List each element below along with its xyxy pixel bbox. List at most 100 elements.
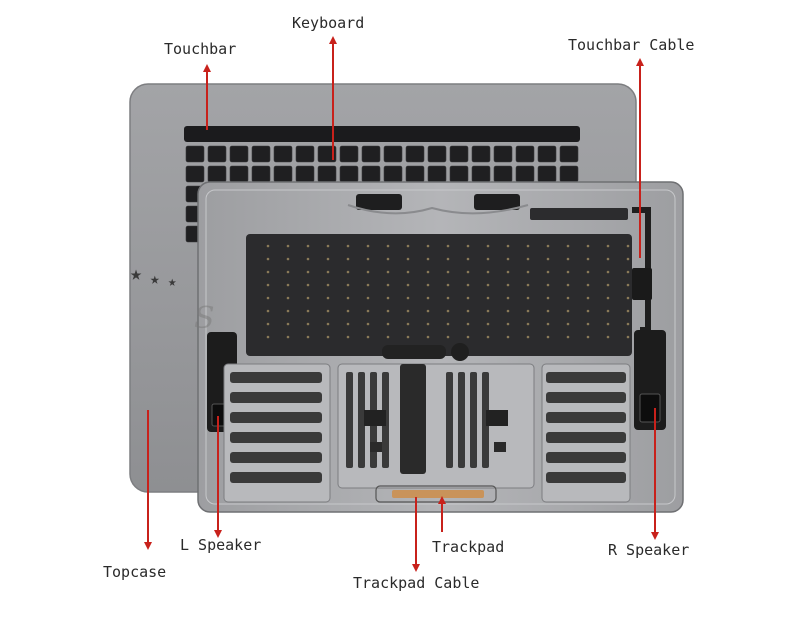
keyboard-rivet bbox=[446, 257, 450, 261]
foam-strip bbox=[346, 372, 353, 468]
keyboard-rivet bbox=[606, 257, 610, 261]
keyboard-rivet bbox=[386, 257, 390, 261]
keyboard-rivet bbox=[606, 283, 610, 287]
keyboard-rivet bbox=[586, 335, 590, 339]
keyboard-rivet bbox=[306, 257, 310, 261]
trackpad-ribbon bbox=[400, 364, 426, 474]
keyboard-key bbox=[229, 145, 249, 163]
keyboard-key bbox=[339, 145, 359, 163]
touchbar-cable-connector bbox=[632, 268, 652, 300]
keyboard-rivet bbox=[426, 257, 430, 261]
label-keyboard: Keyboard bbox=[292, 14, 365, 32]
keyboard-rivet bbox=[566, 309, 570, 313]
keyboard-rivet bbox=[506, 257, 510, 261]
foam-strip bbox=[230, 432, 322, 443]
keyboard-rivet bbox=[526, 335, 530, 339]
keyboard-rivet bbox=[546, 322, 550, 326]
keyboard-key bbox=[537, 145, 557, 163]
keyboard-rivet bbox=[526, 309, 530, 313]
keyboard-key bbox=[493, 145, 513, 163]
foam-strip bbox=[546, 412, 626, 423]
keyboard-rivet bbox=[546, 296, 550, 300]
foam-strip bbox=[546, 472, 626, 483]
keyboard-rivet bbox=[486, 244, 490, 248]
keyboard-rivet bbox=[406, 309, 410, 313]
keyboard-rivet bbox=[446, 296, 450, 300]
keyboard-key bbox=[185, 165, 205, 183]
keyboard-rivet bbox=[546, 335, 550, 339]
keyboard-rivet bbox=[306, 270, 310, 274]
keyboard-rivet bbox=[306, 335, 310, 339]
hinge-bridge bbox=[347, 204, 529, 215]
keyboard-rivet bbox=[506, 270, 510, 274]
keyboard-rivet bbox=[306, 296, 310, 300]
keyboard-rivet bbox=[346, 296, 350, 300]
keyboard-key bbox=[185, 145, 205, 163]
keyboard-rivet bbox=[466, 322, 470, 326]
keyboard-key bbox=[207, 165, 227, 183]
keyboard-key bbox=[405, 165, 425, 183]
keyboard-rivet bbox=[546, 309, 550, 313]
keyboard-rivet bbox=[326, 244, 330, 248]
keyboard-rivet bbox=[566, 322, 570, 326]
keyboard-rivet bbox=[566, 244, 570, 248]
keyboard-rivet bbox=[326, 270, 330, 274]
keyboard-rivet bbox=[506, 309, 510, 313]
keyboard-rivet bbox=[546, 244, 550, 248]
keyboard-rivet bbox=[486, 322, 490, 326]
keyboard-rivet bbox=[626, 257, 630, 261]
keyboard-rivet bbox=[506, 283, 510, 287]
keyboard-rivet bbox=[526, 296, 530, 300]
keyboard-rivet bbox=[546, 283, 550, 287]
keyboard-rivet bbox=[346, 322, 350, 326]
keyboard-key bbox=[317, 145, 337, 163]
keyboard-key bbox=[515, 145, 535, 163]
keyboard-rivet bbox=[606, 322, 610, 326]
keyboard-rivet bbox=[566, 296, 570, 300]
keyboard-rivet bbox=[506, 244, 510, 248]
foam-strip bbox=[546, 432, 626, 443]
foam-strip bbox=[446, 372, 453, 468]
keyboard-rivet bbox=[386, 335, 390, 339]
keyboard-rivet bbox=[346, 257, 350, 261]
keyboard-rivet bbox=[626, 283, 630, 287]
keyboard-rivet bbox=[486, 283, 490, 287]
keyboard-key bbox=[537, 165, 557, 183]
touchbar-strip bbox=[184, 126, 580, 142]
keyboard-rivet bbox=[306, 309, 310, 313]
trackpad-cable-base bbox=[375, 485, 497, 503]
foam-strip bbox=[482, 372, 489, 468]
keyboard-rivet bbox=[626, 244, 630, 248]
foam-strip bbox=[230, 452, 322, 463]
keyboard-rivet bbox=[346, 244, 350, 248]
foam-strip bbox=[470, 372, 477, 468]
foam-strip bbox=[546, 372, 626, 383]
foam-strip bbox=[546, 392, 626, 403]
keyboard-rivet bbox=[626, 322, 630, 326]
keyboard-rivet bbox=[286, 309, 290, 313]
keyboard-key bbox=[339, 165, 359, 183]
chip bbox=[494, 442, 506, 452]
keyboard-key bbox=[471, 165, 491, 183]
keyboard-rivet bbox=[286, 322, 290, 326]
keyboard-rivet bbox=[406, 270, 410, 274]
keyboard-rivet bbox=[466, 335, 470, 339]
watermark-star: ★ bbox=[130, 261, 142, 285]
keyboard-rivet bbox=[526, 244, 530, 248]
keyboard-rivet bbox=[426, 244, 430, 248]
keyboard-rivet bbox=[586, 322, 590, 326]
label-topcase: Topcase bbox=[103, 563, 167, 581]
keyboard-rivet bbox=[326, 296, 330, 300]
keyboard-rivet bbox=[306, 322, 310, 326]
keyboard-rivet bbox=[286, 283, 290, 287]
keyboard-rivet bbox=[606, 335, 610, 339]
keyboard-rivet bbox=[406, 283, 410, 287]
keyboard-rivet bbox=[386, 270, 390, 274]
keyboard-rivet bbox=[626, 335, 630, 339]
keyboard-key bbox=[383, 145, 403, 163]
keyboard-rivet bbox=[346, 283, 350, 287]
label-trackpad: Trackpad bbox=[432, 538, 505, 556]
keyboard-rivet bbox=[446, 244, 450, 248]
keyboard-rivet bbox=[366, 322, 370, 326]
